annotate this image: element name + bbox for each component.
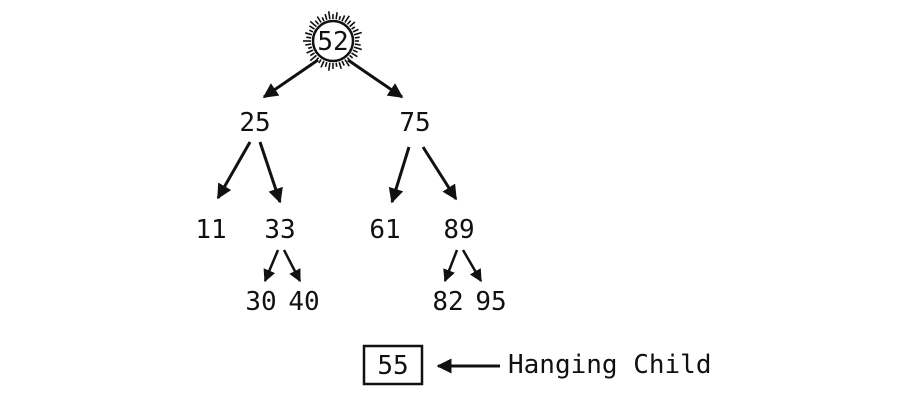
root-label: 52 (317, 27, 348, 57)
highlight-ray (341, 60, 345, 66)
node-40-label: 40 (288, 287, 319, 317)
node-75-label: 75 (399, 108, 430, 138)
node-25-label: 25 (239, 108, 270, 138)
highlight-ray (306, 36, 312, 39)
highlight-ray (314, 20, 320, 25)
node-89-label: 89 (443, 215, 474, 245)
highlight-ray (353, 46, 363, 51)
highlight-ray (354, 43, 361, 46)
node-82-label: 82 (432, 287, 463, 317)
edge-25-33 (258, 141, 283, 204)
edge-75-89 (421, 146, 458, 201)
highlight-ray (308, 25, 315, 30)
node-30-label: 30 (245, 287, 276, 317)
node-95-label: 95 (475, 287, 506, 317)
highlight-ray (335, 12, 338, 20)
highlight-ray (338, 15, 342, 21)
edge-33-30 (263, 249, 280, 283)
edge-33-40 (282, 249, 302, 283)
highlight-ray (324, 61, 328, 68)
hanging-child-caption: Hanging Child (508, 350, 712, 380)
highlight-ray (327, 11, 331, 20)
highlight-ray (354, 36, 360, 39)
root-highlight-rays (303, 11, 363, 71)
edge-25-11 (216, 141, 252, 200)
highlight-ray (324, 13, 328, 21)
highlight-ray (309, 20, 317, 28)
highlight-ray (344, 15, 350, 23)
hanging-child-value: 55 (377, 351, 408, 381)
node-11-label: 11 (195, 215, 226, 245)
highlight-ray (316, 16, 322, 23)
node-33-label: 33 (264, 215, 295, 245)
highlight-ray (346, 20, 352, 25)
hanging-child-node: 55 (362, 344, 424, 386)
highlight-ray (352, 49, 358, 53)
highlight-ray (305, 43, 312, 46)
highlight-ray (327, 62, 331, 71)
root-node: 52 (303, 11, 363, 71)
highlight-ray (308, 29, 314, 33)
highlight-ray (309, 52, 315, 57)
edge-89-82 (443, 249, 459, 283)
highlight-ray (351, 26, 356, 30)
highlight-ray (344, 59, 350, 67)
highlight-ray (318, 59, 322, 64)
highlight-ray (338, 61, 342, 70)
hanging-child-box (362, 344, 424, 386)
highlight-ray (349, 21, 356, 28)
highlight-ray (304, 32, 313, 36)
edge-75-61 (388, 146, 411, 204)
highlight-ray (353, 31, 363, 36)
edge-89-95 (461, 249, 483, 283)
edge-52-75 (347, 58, 404, 99)
edge-52-25 (262, 58, 319, 99)
highlight-ray (306, 49, 314, 54)
highlight-ray (307, 46, 313, 50)
highlight-ray (351, 52, 358, 58)
highlight-ray (335, 62, 338, 67)
root-circle (311, 19, 355, 63)
highlight-ray (341, 15, 346, 22)
highlight-ray (309, 54, 317, 62)
node-61-label: 61 (369, 215, 400, 245)
highlight-ray (349, 54, 354, 59)
highlight-ray (320, 60, 325, 68)
highlight-ray (321, 16, 325, 22)
highlight-ray (352, 28, 359, 33)
